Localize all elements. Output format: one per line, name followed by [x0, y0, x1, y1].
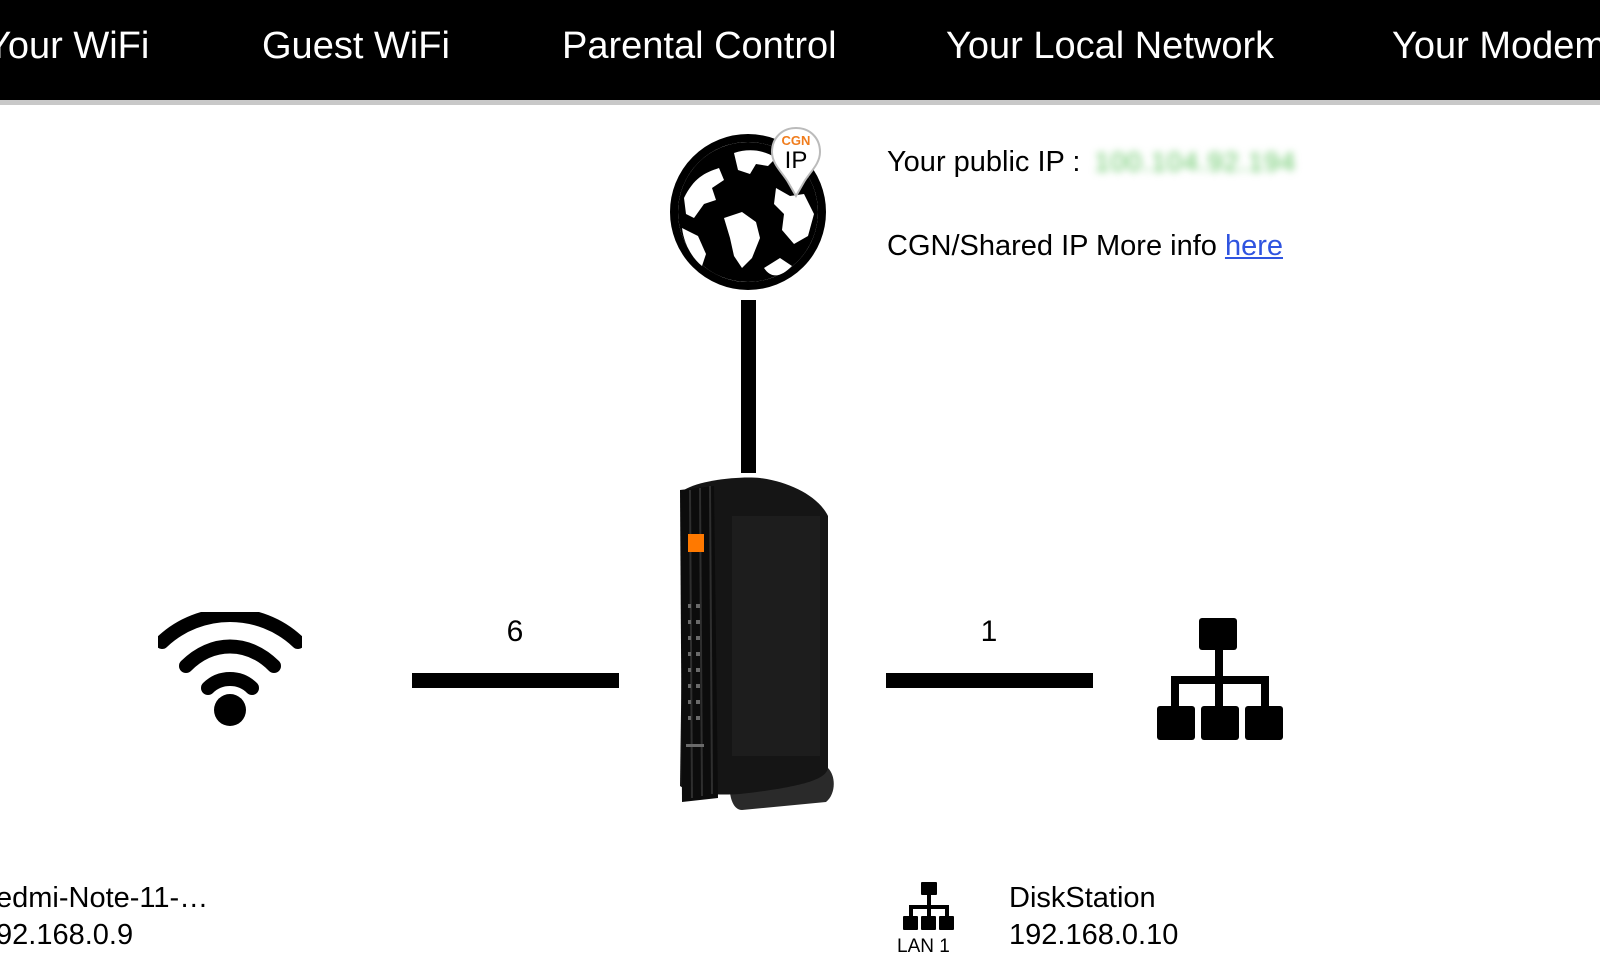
- wifi-devices-group[interactable]: [155, 608, 305, 727]
- cgn-info-link[interactable]: here: [1224, 230, 1283, 262]
- network-tree-icon: [1157, 618, 1283, 740]
- lan-device-count: 1: [980, 615, 998, 648]
- public-ip-label: Your public IP :: [887, 146, 1081, 178]
- public-ip-value: 100.104.92.194: [1094, 147, 1297, 177]
- cgn-info-row: CGN/Shared IP More info here: [887, 230, 1283, 263]
- tab-your-local-network[interactable]: Your Local Network: [946, 25, 1275, 67]
- public-ip-row: Your public IP : 100.104.92.194: [887, 146, 1296, 179]
- wifi-connector-line: [412, 673, 619, 688]
- lan-device-ip: 192.168.0.10: [1009, 919, 1179, 951]
- wifi-device-count: 6: [506, 615, 524, 648]
- wifi-device-entry[interactable]: edmi-Note-11-… 92.168.0.9: [0, 880, 208, 954]
- top-nav: Your WiFi Guest WiFi Parental Control Yo…: [0, 0, 1600, 105]
- ip-badge-text: IP: [785, 147, 808, 174]
- tab-guest-wifi[interactable]: Guest WiFi: [262, 25, 450, 67]
- modem-router[interactable]: [670, 476, 840, 828]
- tab-your-wifi[interactable]: Your WiFi: [0, 25, 150, 67]
- lan-port-label: LAN 1: [897, 936, 950, 957]
- wifi-device-ip: 92.168.0.9: [0, 919, 134, 951]
- globe-icon: CGN IP: [670, 126, 826, 290]
- lan-devices-group[interactable]: [1157, 618, 1283, 742]
- wifi-device-name: edmi-Note-11-…: [0, 882, 209, 914]
- cgn-info-text: CGN/Shared IP More info: [887, 230, 1217, 262]
- tab-your-modem[interactable]: Your Modem: [1392, 25, 1600, 67]
- internet-connector-line: [741, 300, 756, 473]
- internet-globe: CGN IP: [664, 118, 834, 303]
- lan-device-entry[interactable]: DiskStation 192.168.0.10: [1009, 880, 1178, 954]
- tab-parental-control[interactable]: Parental Control: [562, 25, 837, 67]
- wifi-icon: [155, 608, 305, 726]
- cgn-badge-text: CGN: [782, 133, 811, 148]
- lan-icon: [903, 882, 954, 930]
- lan-connector-line: [886, 673, 1093, 688]
- router-icon: [680, 477, 834, 810]
- lan-port-icon-wrap: [903, 882, 955, 938]
- lan-device-name: DiskStation: [1009, 882, 1156, 914]
